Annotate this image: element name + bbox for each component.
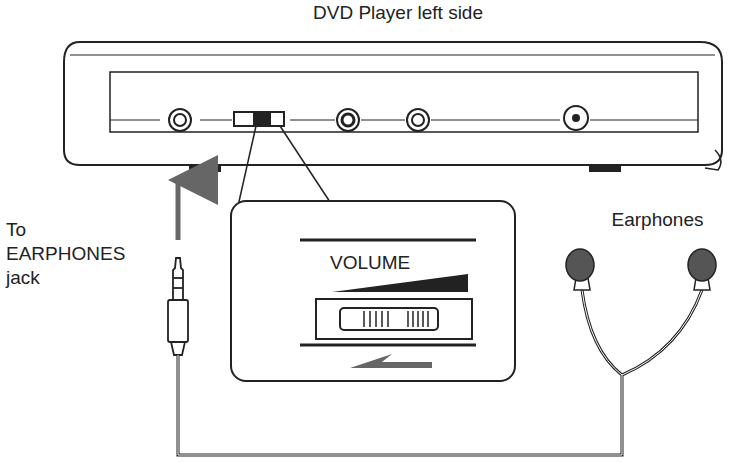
plug: [168, 258, 188, 355]
insert-arrow: [176, 180, 181, 240]
volume-detail: [232, 202, 508, 380]
dvd-player: DVD Player left side: [64, 0, 732, 170]
dvd-player-body: [64, 42, 722, 171]
part-label: Earphones: [590, 208, 725, 232]
view-heading: DVD Player left side: [64, 2, 732, 25]
volume-slider: [234, 112, 284, 126]
jacks: [169, 106, 588, 131]
callout-label: To EARPHONES jack: [6, 218, 126, 289]
control-name: VOLUME: [330, 252, 514, 275]
earbuds: [566, 249, 716, 290]
volume-callout: VOLUME: [230, 200, 516, 382]
